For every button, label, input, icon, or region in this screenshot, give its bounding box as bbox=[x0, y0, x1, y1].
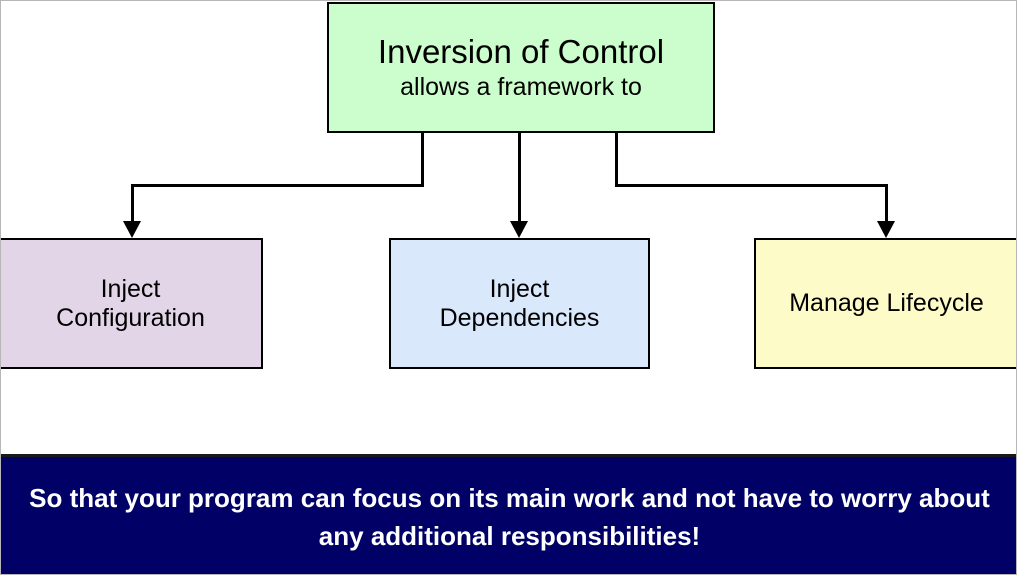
arrowhead-right-icon bbox=[877, 221, 895, 238]
connector-center-stem bbox=[518, 132, 521, 223]
node-label-line2: Configuration bbox=[56, 303, 205, 332]
connector-left-drop bbox=[131, 184, 134, 223]
node-subtitle: allows a framework to bbox=[400, 72, 642, 101]
connector-left-horizontal bbox=[131, 184, 424, 187]
node-inversion-of-control[interactable]: Inversion of Control allows a framework … bbox=[327, 2, 715, 133]
arrowhead-left-icon bbox=[123, 221, 141, 238]
connector-right-stem bbox=[615, 132, 618, 187]
node-label-line2: Dependencies bbox=[439, 303, 600, 332]
node-label-line1: Inject bbox=[100, 274, 161, 303]
arrowhead-center-icon bbox=[510, 221, 528, 238]
node-label-line1: Inject bbox=[489, 274, 550, 303]
connector-right-horizontal bbox=[615, 184, 888, 187]
connector-left-stem bbox=[421, 132, 424, 187]
node-inject-configuration[interactable]: Inject Configuration bbox=[1, 238, 263, 369]
connector-right-drop bbox=[885, 184, 888, 223]
summary-banner-text: So that your program can focus on its ma… bbox=[29, 482, 990, 551]
node-manage-lifecycle[interactable]: Manage Lifecycle bbox=[754, 238, 1016, 369]
node-label-line1: Manage Lifecycle bbox=[789, 289, 984, 317]
summary-banner: So that your program can focus on its ma… bbox=[1, 454, 1016, 574]
node-title: Inversion of Control bbox=[377, 33, 665, 71]
node-inject-dependencies[interactable]: Inject Dependencies bbox=[389, 238, 650, 369]
